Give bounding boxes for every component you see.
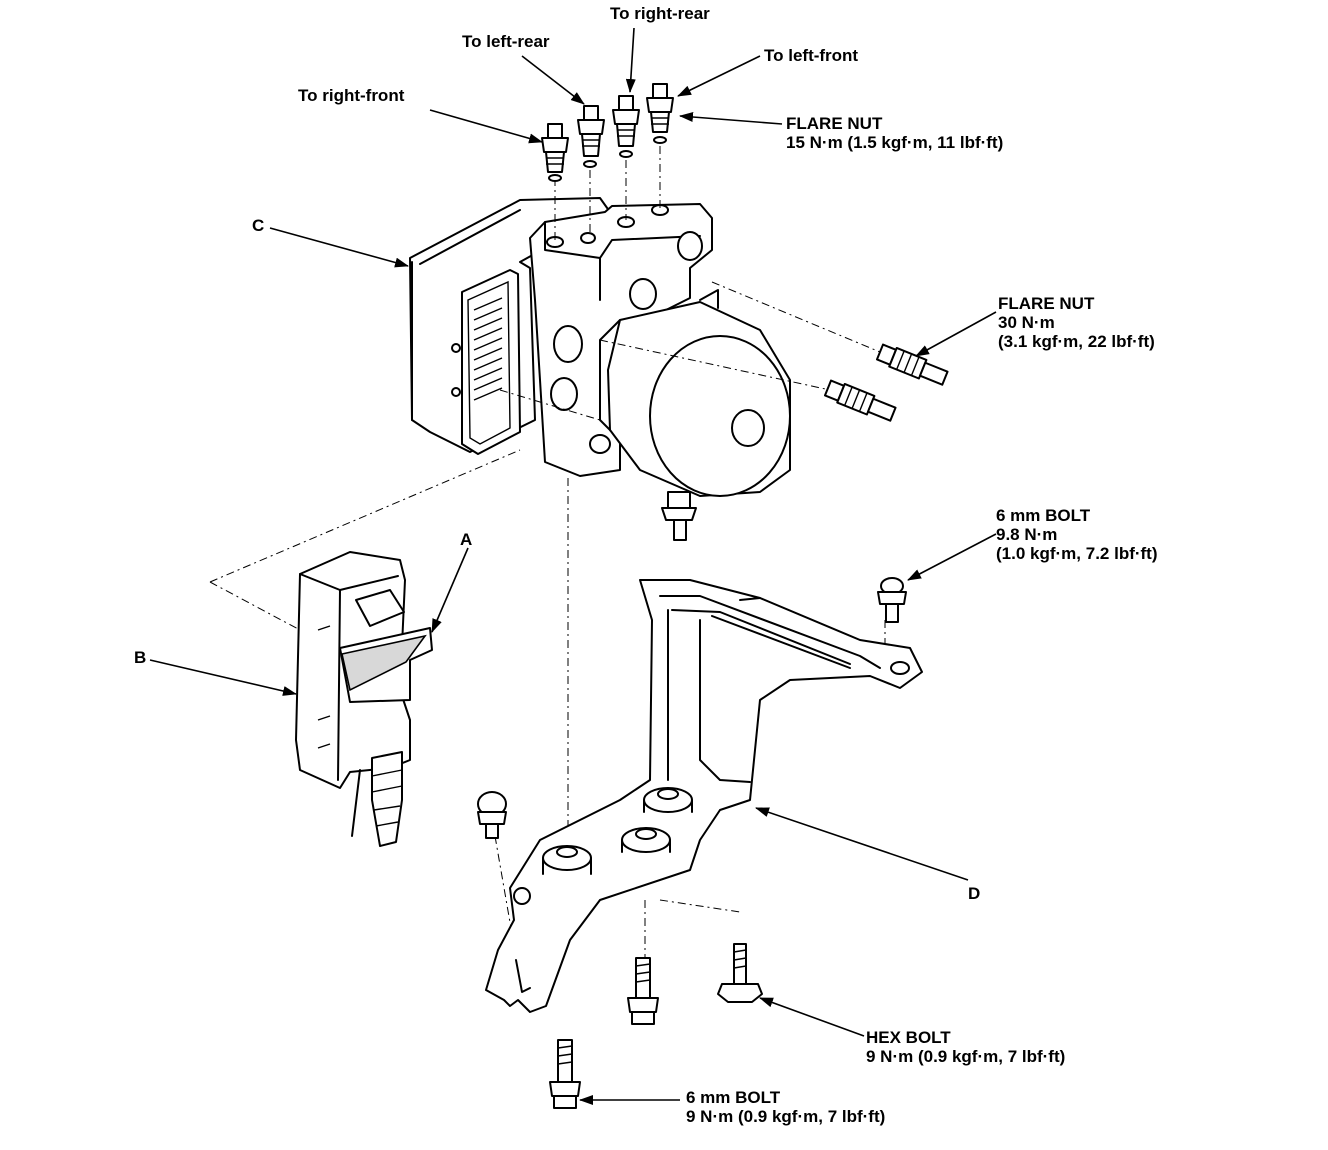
modulator-bolt xyxy=(661,491,697,541)
harness-connector xyxy=(295,551,433,847)
callout-c: C xyxy=(252,216,265,235)
lower-bolt-1 xyxy=(627,957,659,1025)
label-flare-nut-30: FLARE NUT 30 N·m (3.1 kgf·m, 22 lbf·ft) xyxy=(998,294,1155,351)
bracket-left-bolt xyxy=(477,791,507,839)
flare-nut-15-spec: 15 N·m (1.5 kgf·m, 11 lbf·ft) xyxy=(786,133,1004,152)
label-hex-bolt: HEX BOLT 9 N·m (0.9 kgf·m, 7 lbf·ft) xyxy=(866,1028,1065,1066)
bolt-98-spec2: (1.0 kgf·m, 7.2 lbf·ft) xyxy=(996,544,1158,563)
flare-nut-30-spec2: (3.1 kgf·m, 22 lbf·ft) xyxy=(998,332,1155,351)
bolt-98-spec1: 9.8 N·m xyxy=(996,525,1058,544)
side-flare-nuts xyxy=(824,343,949,422)
lower-bolt-2 xyxy=(549,1039,581,1109)
flare-nut-30-title: FLARE NUT xyxy=(998,294,1095,313)
top-flare-nuts xyxy=(541,83,674,182)
hex-bolt-spec: 9 N·m (0.9 kgf·m, 7 lbf·ft) xyxy=(866,1047,1066,1066)
flare-nut-15-title: FLARE NUT xyxy=(786,114,883,133)
bolt-98-title: 6 mm BOLT xyxy=(996,506,1091,525)
bolt-9-title: 6 mm BOLT xyxy=(686,1088,781,1107)
label-to-right-front: To right-front xyxy=(298,86,405,105)
callout-b: B xyxy=(134,648,147,667)
label-flare-nut-15: FLARE NUT 15 N·m (1.5 kgf·m, 11 lbf·ft) xyxy=(786,114,1003,152)
label-to-left-front: To left-front xyxy=(764,46,859,65)
label-6mm-bolt-9-8: 6 mm BOLT 9.8 N·m (1.0 kgf·m, 7.2 lbf·ft… xyxy=(996,506,1158,563)
flare-nut-30-spec1: 30 N·m xyxy=(998,313,1055,332)
modulator-control-unit xyxy=(409,197,791,497)
callout-a: A xyxy=(460,530,473,549)
hex-bolt-drawing xyxy=(717,943,763,1003)
bolt-9-spec: 9 N·m (0.9 kgf·m, 7 lbf·ft) xyxy=(686,1107,886,1126)
bracket-top-bolt xyxy=(877,577,907,623)
label-to-right-rear: To right-rear xyxy=(610,4,710,23)
callout-d: D xyxy=(968,884,981,903)
hex-bolt-title: HEX BOLT xyxy=(866,1028,951,1047)
label-6mm-bolt-9: 6 mm BOLT 9 N·m (0.9 kgf·m, 7 lbf·ft) xyxy=(686,1088,885,1126)
mounting-bracket xyxy=(485,579,923,1013)
leader-arrows xyxy=(149,27,997,1105)
label-to-left-rear: To left-rear xyxy=(462,32,550,51)
